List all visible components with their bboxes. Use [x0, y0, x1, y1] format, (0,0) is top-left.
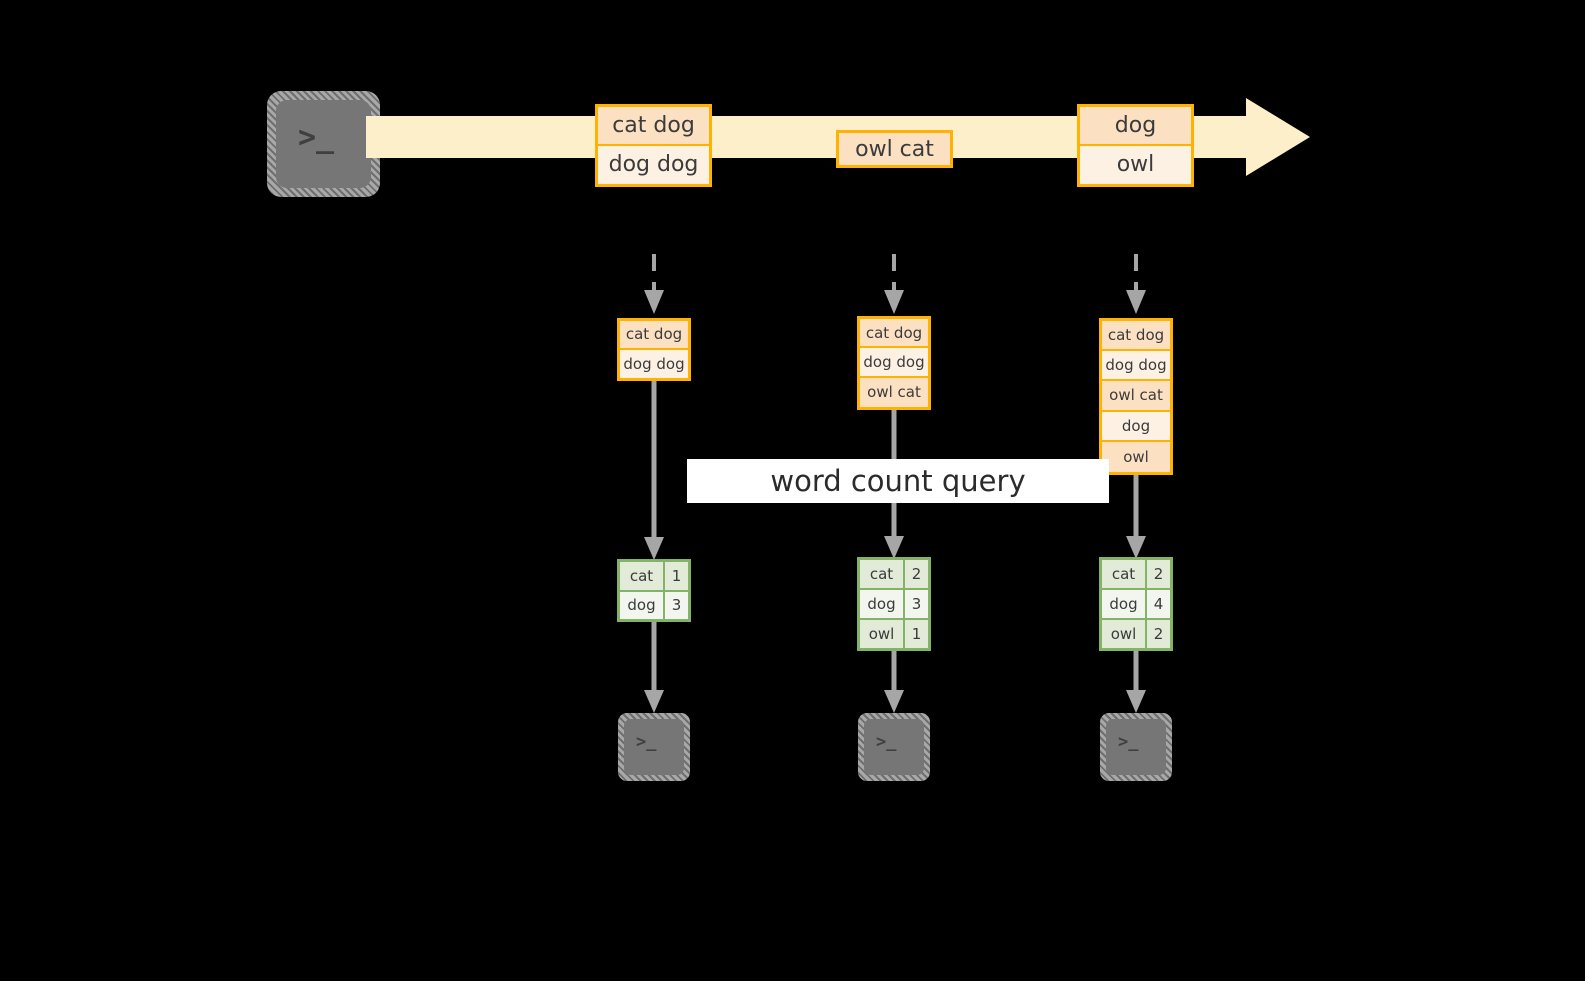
terminal-prompt-glyph: >_: [636, 732, 657, 752]
terminal-body: [624, 719, 684, 775]
query-arrow-column-1: [641, 381, 667, 561]
result-count-cell: 3: [905, 590, 928, 618]
result-row: cat 2: [860, 560, 928, 590]
result-count-cell: 2: [905, 560, 928, 588]
stream-event-line: owl cat: [839, 133, 950, 165]
result-word-cell: dog: [860, 590, 905, 618]
result-row: cat 2: [1102, 560, 1170, 590]
accumulated-line: cat dog: [1102, 321, 1170, 352]
terminal-body: [864, 719, 924, 775]
accumulated-stack-column-1: cat dog dog dog: [617, 318, 691, 381]
accumulated-line: owl cat: [1102, 381, 1170, 412]
accumulated-stack-column-3: cat dog dog dog owl cat dog owl: [1099, 318, 1173, 475]
result-row: dog 3: [620, 591, 688, 619]
result-word-cell: cat: [860, 560, 905, 588]
accumulated-line: owl cat: [860, 377, 928, 407]
terminal-prompt-glyph: >_: [1118, 732, 1139, 752]
accumulated-line: cat dog: [620, 321, 688, 350]
terminal-body: [276, 100, 371, 188]
sink-arrow-column-3: [1123, 651, 1149, 714]
result-row: dog 4: [1102, 590, 1170, 620]
terminal-prompt-glyph: >_: [876, 732, 897, 752]
stream-event-line: dog: [1080, 107, 1191, 146]
result-count-cell: 3: [665, 591, 688, 619]
query-arrow-column-3: [1123, 475, 1149, 560]
result-table-column-1: cat 1 dog 3: [617, 559, 691, 622]
result-count-cell: 4: [1147, 590, 1170, 618]
dashed-drop-arrow-column-2: [881, 254, 907, 316]
result-table-column-3: cat 2 dog 4 owl 2: [1099, 557, 1173, 651]
sink-terminal-icon-column-2: >_: [858, 713, 930, 781]
stream-event-line: cat dog: [598, 107, 709, 146]
stream-event-group-3: dog owl: [1077, 104, 1194, 187]
result-count-cell: 2: [1147, 620, 1170, 648]
stream-event-line: owl: [1080, 145, 1191, 184]
sink-terminal-icon-column-1: >_: [618, 713, 690, 781]
accumulated-line: cat dog: [860, 319, 928, 349]
result-row: owl 1: [860, 620, 928, 648]
result-row: dog 3: [860, 590, 928, 620]
terminal-prompt-glyph: >_: [298, 120, 335, 155]
sink-arrow-column-1: [641, 622, 667, 714]
result-row: cat 1: [620, 562, 688, 592]
result-count-cell: 1: [665, 562, 688, 590]
accumulated-line: owl: [1102, 441, 1170, 472]
result-word-cell: cat: [1102, 560, 1147, 588]
accumulated-line: dog dog: [860, 348, 928, 378]
result-word-cell: owl: [860, 620, 905, 648]
dashed-drop-arrow-column-1: [641, 254, 667, 316]
result-count-cell: 1: [905, 620, 928, 648]
accumulated-stack-column-2: cat dog dog dog owl cat: [857, 316, 931, 410]
sink-arrow-column-2: [881, 651, 907, 714]
query-label-text: word count query: [770, 464, 1026, 498]
result-word-cell: dog: [1102, 590, 1147, 618]
sink-terminal-icon-column-3: >_: [1100, 713, 1172, 781]
dashed-drop-arrow-column-3: [1123, 254, 1149, 316]
result-count-cell: 2: [1147, 560, 1170, 588]
result-word-cell: dog: [620, 591, 665, 619]
stream-event-group-2: owl cat: [836, 130, 953, 168]
result-table-column-2: cat 2 dog 3 owl 1: [857, 557, 931, 651]
accumulated-line: dog dog: [1102, 351, 1170, 382]
accumulated-line: dog dog: [620, 349, 688, 378]
stream-event-group-1: cat dog dog dog: [595, 104, 712, 187]
result-row: owl 2: [1102, 620, 1170, 648]
result-word-cell: owl: [1102, 620, 1147, 648]
source-terminal-icon: >_: [267, 91, 380, 197]
query-label-band: word count query: [687, 459, 1109, 503]
accumulated-line: dog: [1102, 411, 1170, 442]
terminal-body: [1106, 719, 1166, 775]
result-word-cell: cat: [620, 562, 665, 590]
stream-event-line: dog dog: [598, 145, 709, 184]
